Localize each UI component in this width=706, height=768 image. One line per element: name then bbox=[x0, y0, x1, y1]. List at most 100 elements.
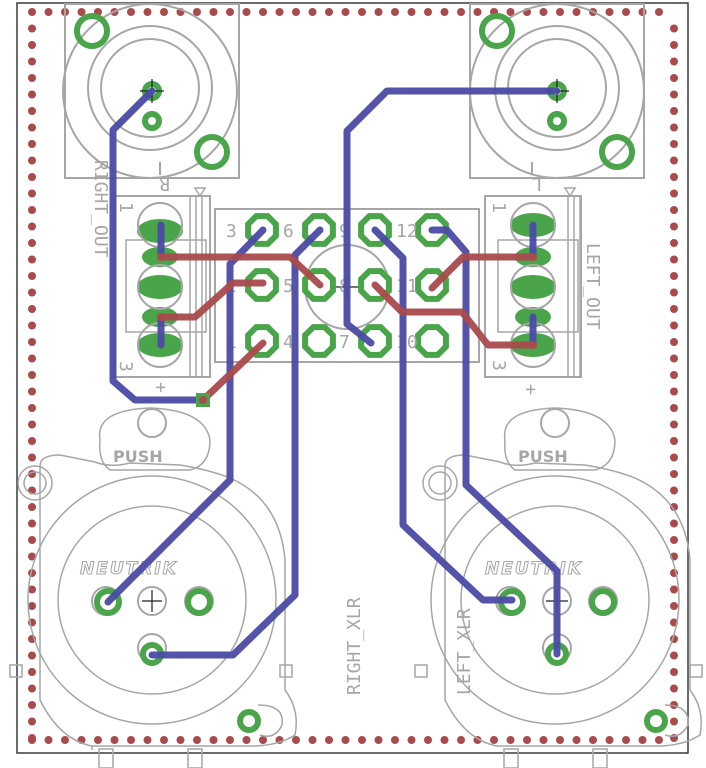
stitch-via bbox=[143, 8, 152, 16]
stitch-via bbox=[110, 736, 119, 744]
stitch-via bbox=[670, 338, 678, 346]
board-outline bbox=[16, 2, 689, 754]
right-out-pin3: 3 bbox=[115, 361, 136, 372]
stitch-via bbox=[28, 107, 36, 115]
stitch-via bbox=[358, 736, 366, 744]
stitch-via bbox=[605, 736, 614, 744]
switch-pad[interactable] bbox=[302, 268, 336, 302]
pad[interactable] bbox=[547, 111, 567, 131]
switch-pad[interactable] bbox=[302, 213, 336, 247]
stitch-via bbox=[28, 354, 36, 363]
stitch-via bbox=[28, 437, 36, 445]
right-xlr-label: RIGHT_XLR bbox=[344, 597, 365, 695]
stitch-via bbox=[670, 288, 678, 297]
stitch-via bbox=[28, 420, 36, 429]
stitch-via bbox=[292, 736, 300, 744]
right-plus-sign: + bbox=[150, 382, 171, 393]
pad[interactable] bbox=[479, 13, 515, 49]
stitch-via bbox=[127, 736, 135, 744]
pad[interactable] bbox=[237, 709, 261, 733]
stitch-via bbox=[670, 140, 678, 148]
pad[interactable] bbox=[194, 134, 230, 170]
switch-pad[interactable] bbox=[245, 213, 279, 247]
stitch-via bbox=[28, 585, 36, 594]
stitch-via bbox=[670, 24, 678, 33]
stitch-via bbox=[28, 387, 36, 396]
pad[interactable] bbox=[185, 588, 213, 616]
pad[interactable] bbox=[599, 134, 635, 170]
stitch-via bbox=[473, 8, 482, 16]
stitch-via bbox=[556, 736, 564, 744]
switch-pad[interactable] bbox=[302, 324, 336, 358]
stitch-via bbox=[127, 8, 135, 16]
switch-pin-label: 10 bbox=[396, 332, 418, 353]
switch-pad[interactable] bbox=[358, 268, 392, 302]
switch-pad[interactable] bbox=[358, 213, 392, 247]
stitch-via bbox=[28, 734, 36, 742]
stitch-via bbox=[28, 321, 36, 330]
stitch-via bbox=[670, 453, 678, 462]
stitch-via bbox=[670, 387, 678, 396]
stitch-via bbox=[638, 736, 647, 744]
stitch-via bbox=[242, 736, 251, 744]
stitch-via bbox=[28, 338, 36, 346]
right-xlr-push: PUSH bbox=[113, 447, 163, 466]
pad[interactable] bbox=[94, 588, 122, 616]
stitch-via bbox=[670, 437, 678, 445]
stitch-via bbox=[160, 8, 168, 16]
stitch-via bbox=[670, 536, 678, 544]
pad[interactable] bbox=[589, 588, 617, 616]
stitch-via bbox=[28, 552, 36, 561]
stitch-via bbox=[28, 404, 36, 412]
left-out-pin1: 1 bbox=[488, 202, 509, 213]
stitch-via bbox=[670, 503, 678, 511]
pad[interactable] bbox=[74, 13, 110, 49]
stitch-via bbox=[506, 8, 515, 16]
stitch-via bbox=[374, 736, 383, 744]
stitch-via bbox=[670, 321, 678, 330]
pad[interactable] bbox=[142, 111, 162, 131]
stitch-via bbox=[292, 8, 300, 16]
stitch-via bbox=[77, 8, 86, 16]
stitch-via bbox=[539, 8, 548, 16]
stitch-via bbox=[44, 8, 53, 16]
stitch-via bbox=[28, 272, 36, 280]
stitch-via bbox=[670, 189, 678, 198]
stitch-via bbox=[374, 8, 383, 16]
stitch-via bbox=[28, 239, 36, 247]
switch-pad[interactable] bbox=[415, 324, 449, 358]
switch-pad[interactable] bbox=[245, 268, 279, 302]
stitch-via bbox=[94, 736, 102, 744]
stitch-via bbox=[670, 420, 678, 429]
stitch-via bbox=[670, 470, 678, 478]
stitch-via bbox=[341, 736, 350, 744]
stitch-via bbox=[670, 305, 678, 313]
stitch-via bbox=[226, 736, 234, 744]
stitch-via bbox=[670, 684, 678, 693]
switch-pin-label: 5 bbox=[283, 276, 294, 297]
pad[interactable] bbox=[644, 709, 668, 733]
stitch-via bbox=[325, 8, 333, 16]
stitch-via bbox=[670, 272, 678, 280]
switch-pin-label: 4 bbox=[283, 332, 294, 353]
switch-pad[interactable] bbox=[245, 324, 279, 358]
stitch-via bbox=[28, 453, 36, 462]
stitch-via bbox=[61, 736, 69, 744]
switch-pad[interactable] bbox=[415, 213, 449, 247]
stitch-via bbox=[28, 140, 36, 148]
stitch-via bbox=[670, 486, 678, 495]
left-xlr-brand: NEUTRIK bbox=[485, 559, 583, 579]
left-xlr-label: LEFT_XLR bbox=[454, 608, 475, 695]
stitch-via bbox=[670, 717, 678, 726]
stitch-via bbox=[572, 8, 581, 16]
stitch-via bbox=[670, 156, 678, 165]
right-xlr-brand: NEUTRIK bbox=[80, 559, 178, 579]
switch-pin-label: 3 bbox=[226, 221, 237, 242]
stitch-via bbox=[622, 736, 630, 744]
stitch-via bbox=[589, 736, 597, 744]
stitch-via bbox=[28, 57, 36, 66]
stitch-via bbox=[670, 255, 678, 264]
stitch-via bbox=[193, 736, 201, 744]
stitch-via bbox=[28, 668, 36, 676]
stitch-via bbox=[391, 8, 399, 16]
